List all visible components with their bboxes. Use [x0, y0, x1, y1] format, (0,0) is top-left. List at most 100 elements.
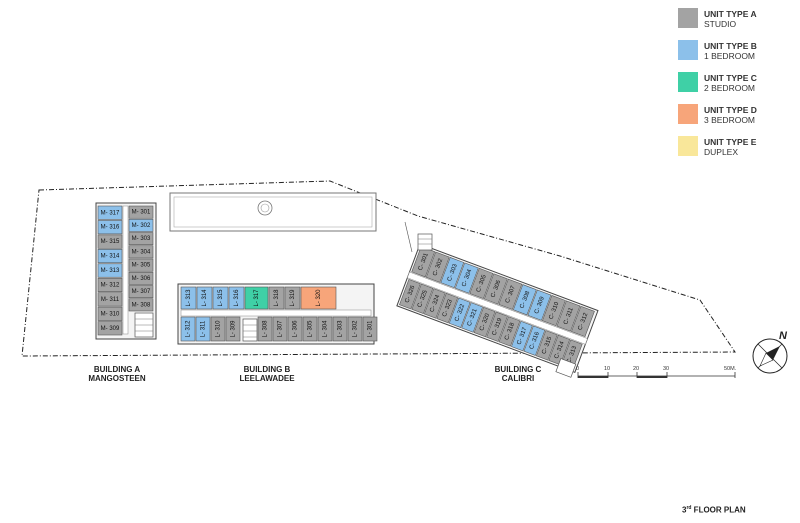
- unit: C- 323: [436, 292, 459, 324]
- unit-label: L- 316: [234, 289, 240, 307]
- unit: L- 320: [300, 286, 337, 310]
- unit-label: L- 320: [316, 289, 322, 307]
- unit: M- 310: [97, 306, 123, 321]
- unit: M- 313: [97, 263, 123, 278]
- unit-label: M- 316: [101, 225, 120, 231]
- unit-label: M- 308: [132, 302, 151, 308]
- unit: C- 306: [483, 273, 508, 305]
- legend-desc: 1 BEDROOM: [704, 51, 756, 61]
- unit: C- 314: [548, 334, 571, 366]
- unit-label: M- 310: [101, 311, 120, 317]
- unit: C- 311: [556, 300, 581, 332]
- unit-label: L- 318: [274, 289, 280, 307]
- unit-label: L- 315: [218, 289, 224, 307]
- unit: L- 311: [195, 316, 211, 342]
- unit: M- 302: [128, 218, 154, 232]
- stair-c-entry: [404, 221, 433, 253]
- unit: C- 322: [448, 297, 471, 328]
- unit: C- 312: [571, 305, 595, 338]
- unit-label: M- 302: [132, 223, 151, 229]
- unit: L- 301: [362, 316, 378, 342]
- unit: L- 317: [244, 286, 269, 310]
- unit-label: M- 317: [101, 210, 120, 216]
- legend-type: UNIT TYPE C: [704, 73, 757, 83]
- unit: M- 311: [97, 292, 123, 307]
- unit: L- 306: [287, 316, 303, 342]
- unit: L- 315: [212, 286, 229, 310]
- unit: L- 313: [180, 286, 197, 310]
- legend-swatch: [678, 136, 698, 156]
- unit-label: M- 303: [132, 236, 151, 242]
- unit: C- 305: [469, 267, 494, 300]
- unit: L- 304: [317, 316, 333, 342]
- legend-swatch: [678, 40, 698, 60]
- unit-label: L- 307: [278, 320, 284, 338]
- unit: C- 308: [512, 284, 537, 316]
- unit-label: M- 313: [101, 268, 120, 274]
- unit: C- 310: [541, 295, 566, 327]
- unit: M- 317: [97, 205, 123, 220]
- unit-label: L- 309: [231, 320, 237, 338]
- scale-tick-label: 10: [604, 366, 611, 372]
- unit: M- 314: [97, 249, 123, 264]
- unit: L- 307: [272, 316, 288, 342]
- legend-swatch: [678, 104, 698, 124]
- unit: C- 303: [440, 257, 465, 289]
- unit-label: L- 312: [186, 320, 192, 338]
- legend-desc: 3 BEDROOM: [704, 115, 756, 125]
- unit-label: L- 301: [368, 320, 374, 338]
- legend-type: UNIT TYPE E: [704, 137, 757, 147]
- legend-desc: 2 BEDROOM: [704, 83, 756, 93]
- unit-label: L- 303: [338, 320, 344, 338]
- stair-c: [555, 358, 577, 378]
- unit: M- 307: [128, 285, 154, 299]
- unit: C- 318: [498, 316, 521, 347]
- unit: C- 320: [473, 306, 496, 338]
- unit-label: L- 304: [323, 320, 329, 338]
- unit: C- 325: [411, 283, 434, 314]
- unit: M- 303: [128, 232, 154, 246]
- floor-plan-title: 3rd FLOOR PLAN: [682, 505, 746, 515]
- north-arrow-icon: [752, 338, 788, 374]
- unit-label: M- 314: [101, 254, 120, 260]
- north-label: N: [779, 330, 787, 342]
- scale-tick-label: 30: [663, 366, 670, 372]
- unit: M- 309: [97, 321, 123, 336]
- scale-bar: [577, 372, 736, 378]
- unit-label: M- 315: [101, 239, 120, 245]
- unit: C- 321: [461, 302, 484, 333]
- building-a-label: BUILDING A MANGOSTEEN: [72, 365, 162, 383]
- legend-type: UNIT TYPE A: [704, 9, 757, 19]
- unit: L- 318: [268, 286, 285, 310]
- unit: M- 316: [97, 220, 123, 235]
- building-c-title: BUILDING C: [494, 365, 542, 374]
- unit: M- 306: [128, 271, 154, 285]
- legend-desc: DUPLEX: [704, 147, 739, 157]
- unit-label: L- 310: [216, 320, 222, 338]
- unit: L- 303: [332, 316, 348, 342]
- building-b: L- 313 L- 314 L- 315 L- 316 L- 317 L- 318 L- 3…: [177, 283, 378, 345]
- unit-label: L- 314: [202, 289, 208, 307]
- unit: C- 304: [454, 262, 479, 294]
- unit-label: M- 306: [132, 276, 151, 282]
- unit: M- 308: [128, 298, 154, 312]
- unit: L- 309: [225, 316, 241, 342]
- legend-desc: STUDIO: [704, 19, 737, 29]
- building-b-label: BUILDING B LEELAWADEE: [222, 365, 312, 383]
- unit-label: L- 317: [254, 289, 260, 307]
- unit: L- 305: [302, 316, 318, 342]
- unit: C- 316: [523, 325, 546, 356]
- unit: M- 315: [97, 234, 123, 249]
- building-c-name: CALIBRI: [501, 374, 535, 383]
